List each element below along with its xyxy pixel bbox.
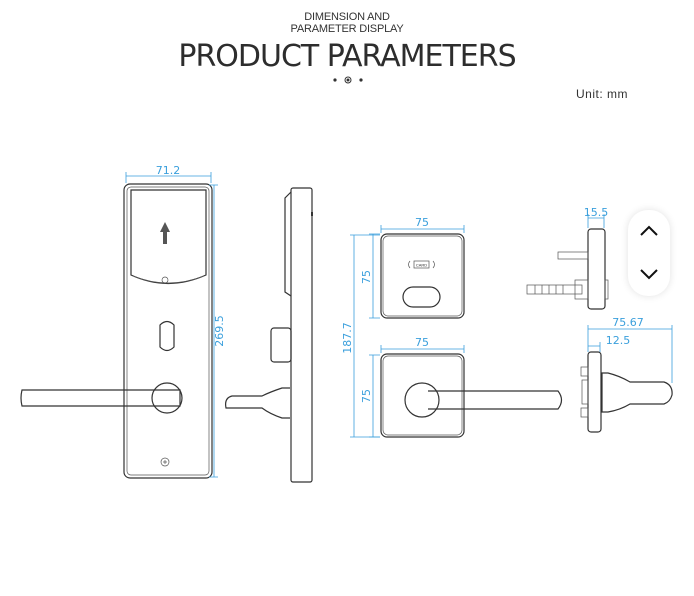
handle-plate-depth-label: 12.5: [606, 334, 631, 347]
decorative-dots: [333, 76, 363, 84]
handle-side-view: [580, 325, 673, 433]
scroll-down-button[interactable]: [628, 253, 670, 296]
reader-width-label: 75: [415, 216, 429, 229]
reader-front-view: [350, 225, 465, 438]
upload-arrow-icon: [160, 222, 170, 244]
reader-side-view: [526, 214, 609, 310]
subtitle: DIMENSION AND PARAMETER DISPLAY: [0, 11, 694, 35]
page-title: PRODUCT PARAMETERS: [178, 39, 516, 74]
screw: [160, 457, 170, 467]
handle-front-view: [369, 345, 563, 438]
front-view: [20, 172, 218, 479]
scroll-up-button[interactable]: [628, 210, 670, 253]
subtitle-line1: DIMENSION AND: [304, 11, 390, 23]
handle-height-label: 75: [360, 389, 373, 403]
total-height-label: 187.7: [341, 322, 354, 354]
handle-projection-label: 75.67: [612, 316, 644, 329]
chevron-up-icon: [640, 225, 658, 236]
side-view: [225, 187, 313, 483]
front-lever: [20, 389, 181, 407]
subtitle-line2: PARAMETER DISPLAY: [290, 23, 404, 35]
handle-width-label: 75: [415, 336, 429, 349]
front-height-label: 269.5: [213, 315, 226, 347]
reader-depth-label: 15.5: [584, 206, 609, 219]
unit-label: Unit: mm: [576, 87, 628, 101]
front-width-label: 71.2: [156, 164, 181, 177]
keyhole: [159, 320, 175, 352]
reader-height-label: 75: [360, 270, 373, 284]
chevron-down-icon: [640, 269, 658, 280]
card-label: CARD: [416, 263, 427, 268]
scroll-controls: [628, 210, 670, 296]
